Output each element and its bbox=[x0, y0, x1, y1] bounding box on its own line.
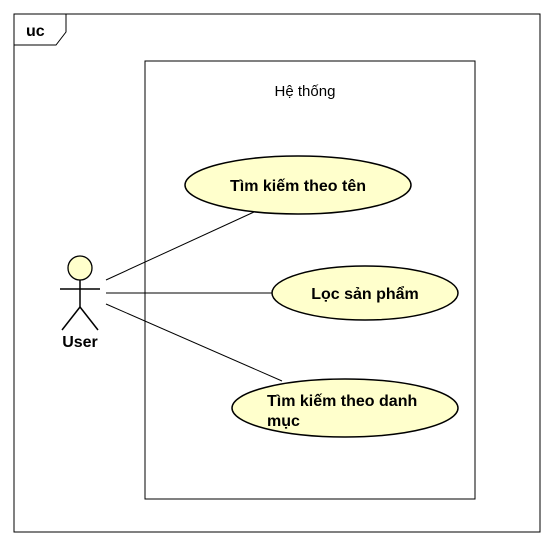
use-case-ellipse bbox=[184, 155, 412, 215]
actor-right-leg bbox=[79, 306, 99, 331]
use-case-label: Tìm kiếm theo tên bbox=[230, 178, 366, 195]
use-case-ellipse bbox=[271, 265, 459, 321]
use-case-ellipse bbox=[231, 378, 459, 438]
uc-frame-label: uc bbox=[26, 23, 45, 40]
association-search-by-name bbox=[105, 211, 255, 281]
actor-user[interactable]: User bbox=[60, 255, 100, 351]
actor-left-leg bbox=[61, 306, 81, 331]
system-boundary-label: Hệ thống bbox=[275, 83, 336, 100]
uc-frame bbox=[13, 13, 541, 533]
use-case-label: Lọc sản phẩm bbox=[311, 285, 419, 303]
system-boundary bbox=[144, 60, 476, 500]
use-case-label-line-1: Tìm kiếm theo danh bbox=[267, 393, 417, 410]
actor-head bbox=[67, 255, 93, 281]
association-search-by-category bbox=[105, 303, 283, 382]
actor-label: User bbox=[62, 334, 98, 351]
use-case-search-by-name[interactable]: Tìm kiếm theo tên bbox=[184, 155, 412, 215]
uc-frame-tab bbox=[13, 13, 67, 46]
use-case-filter-products[interactable]: Lọc sản phẩm bbox=[271, 265, 459, 321]
use-case-search-by-category[interactable]: Tìm kiếm theo danh mục bbox=[231, 378, 459, 438]
use-case-label-line-2: mục bbox=[267, 413, 300, 430]
